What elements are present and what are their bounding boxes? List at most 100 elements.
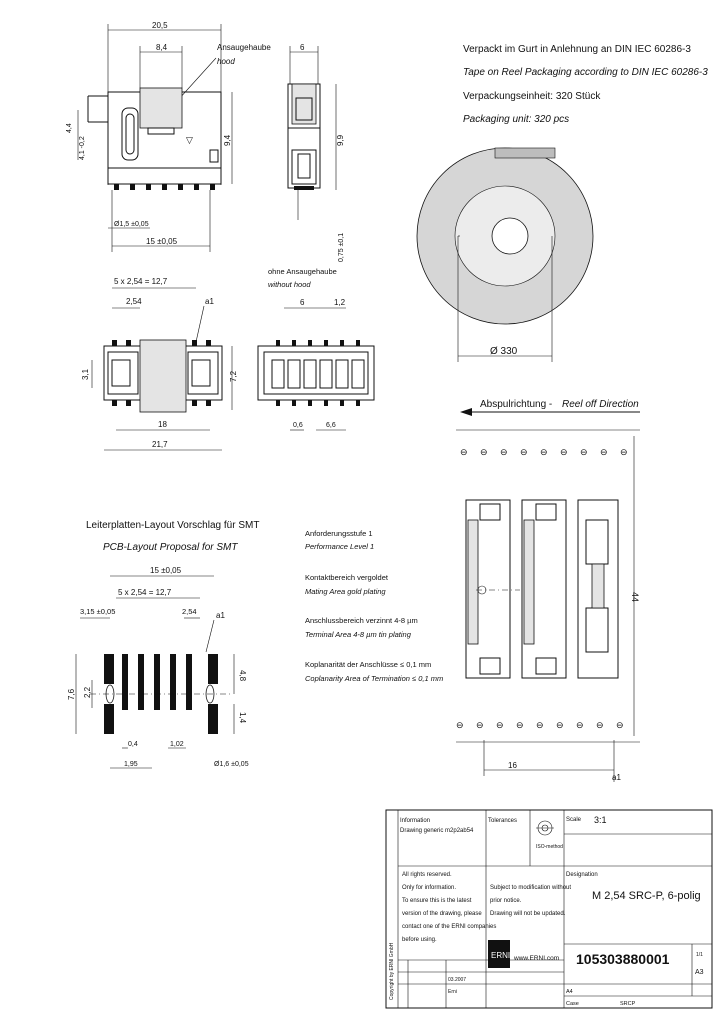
dim-pcb-w195: 1,95 — [124, 761, 138, 768]
packaging-line-3: Verpackungseinheit: 320 Stück — [463, 91, 601, 102]
carrier-tape: ⊖ ⊖ ⊖ ⊖ ⊖ ⊖ ⊖ ⊖ ⊖ ⊖ ⊖ ⊖ ⊖ ⊖ ⊖ ⊖ ⊖ ⊖ 44 — [456, 429, 640, 782]
dim-pcb-w15: 15 ±0,05 — [150, 566, 182, 575]
tb-format: A3 — [695, 969, 704, 976]
svg-text:⊖: ⊖ — [520, 447, 528, 457]
dim-nohood-w06: 0,6 — [293, 422, 303, 429]
svg-text:⊖: ⊖ — [596, 720, 604, 730]
front-a1-label: a1 — [205, 297, 214, 306]
dim-front-p254: 2,54 — [126, 297, 142, 306]
dim-side-d075: 0,75 ±0,1 — [338, 233, 345, 262]
hood-label-en: hood — [217, 57, 235, 66]
tb-case-value: SRCP — [620, 1001, 636, 1007]
note-2-de: Kontaktbereich vergoldet — [305, 573, 389, 582]
dim-pcb-pitch: 5 x 2,54 = 12,7 — [118, 588, 172, 597]
tb-scale-label: Scale — [566, 817, 582, 823]
dim-pcb-diameter: Ø1,6 ±0,05 — [214, 761, 249, 768]
tb-sheet: 1/1 — [696, 952, 703, 958]
tb-rights-2: Only for information. — [402, 885, 456, 891]
dim-pcb-w254: 2,54 — [182, 607, 197, 616]
title-block: Copyright by ERNI GmbH Information Drawi… — [385, 809, 713, 1009]
dim-hood-width: 8,4 — [156, 43, 168, 52]
svg-text:⊖: ⊖ — [540, 447, 548, 457]
note-4-en: Coplanarity Area of Termination ≤ 0,1 mm — [305, 674, 443, 683]
dim-front-h72: 7,2 — [229, 370, 238, 382]
tb-info-label: Information — [400, 818, 430, 824]
dim-pcb-h48: 4,8 — [238, 670, 247, 682]
reel-direction-en: Reel off Direction — [562, 399, 639, 410]
tape-a1-label: a1 — [612, 773, 621, 782]
dim-top-width: 20,5 — [152, 21, 168, 30]
pcb-title-en: PCB-Layout Proposal for SMT — [103, 542, 238, 553]
erni-logo: ERNI — [491, 951, 510, 960]
svg-text:⊖: ⊖ — [496, 720, 504, 730]
tb-scale-value: 3:1 — [594, 815, 607, 825]
tb-projection-method: ISO-method — [536, 844, 563, 850]
reel-direction-de: Abspulrichtung - — [480, 399, 552, 410]
sprocket-holes-bottom: ⊖⊖ ⊖⊖ ⊖⊖ ⊖⊖ ⊖ — [456, 720, 624, 730]
dim-tape-h44: 44 — [630, 592, 640, 602]
note-1-en: Performance Level 1 — [305, 542, 374, 551]
note-2-en: Mating Area gold plating — [305, 587, 386, 596]
tb-info-generic: Drawing generic m2p2ab54 — [400, 828, 474, 834]
packaging-line-4: Packaging unit: 320 pcs — [463, 114, 569, 125]
dim-pcb-h22: 2,2 — [83, 686, 92, 698]
tb-date: 03.2007 — [448, 977, 466, 983]
tb-tolerances-label: Tolerances — [488, 818, 517, 824]
tb-format-a4: A4 — [566, 989, 573, 995]
tb-rights-6: before using. — [402, 937, 437, 943]
connector-front-view: 5 x 2,54 = 12,7 2,54 a1 3,1 7,2 18 21,7 — [81, 277, 238, 451]
tb-designation: M 2,54 SRC-P, 6-polig — [592, 890, 701, 902]
pcb-layout: Leiterplatten-Layout Vorschlag für SMT P… — [67, 520, 259, 769]
dim-front-h31: 3,1 — [81, 368, 90, 380]
svg-text:⊖: ⊖ — [480, 447, 488, 457]
hood-label-de: Ansaugehaube — [217, 43, 271, 52]
tb-rights-4: version of the drawing, please — [402, 911, 482, 917]
svg-text:⊖: ⊖ — [456, 720, 464, 730]
pcb-a1-label: a1 — [216, 611, 225, 620]
svg-text:⊖: ⊖ — [600, 447, 608, 457]
dim-top-h44: 4,4 — [66, 123, 73, 133]
tb-subject-3: Drawing will not be updated. — [490, 911, 566, 917]
dim-pcb-w04: 0,4 — [128, 741, 138, 748]
tb-rights-5: contact one of the ERNI companies — [402, 924, 496, 930]
svg-text:⊖: ⊖ — [620, 447, 628, 457]
pcb-title-de: Leiterplatten-Layout Vorschlag für SMT — [86, 520, 259, 531]
tb-rights-1: All rights reserved. — [402, 872, 452, 878]
svg-text:⊖: ⊖ — [460, 447, 468, 457]
tb-part-number: 105303880001 — [576, 951, 670, 967]
dim-top-w15: 15 ±0,05 — [146, 237, 178, 246]
svg-text:⊖: ⊖ — [560, 447, 568, 457]
polarity-mark-icon: ▽ — [186, 135, 193, 145]
connector-side-view: 6 9,9 0,75 ±0,1 — [287, 43, 345, 262]
packaging-line-2: Tape on Reel Packaging according to DIN … — [463, 67, 708, 78]
dim-nohood-w6: 6 — [300, 298, 305, 307]
connector-nohood-view: ohne Ansaugehaube without hood 6 1,2 0,6… — [257, 267, 375, 431]
dim-pcb-w102: 1,02 — [170, 741, 184, 748]
copyright-vertical: Copyright by ERNI GmbH — [389, 942, 395, 1000]
reel-direction: Abspulrichtung - Reel off Direction — [460, 399, 640, 416]
tb-website: www.ERNI.com — [513, 955, 559, 962]
tb-subject-2: prior notice. — [490, 898, 522, 904]
svg-text:⊖: ⊖ — [476, 720, 484, 730]
reel-diameter: Ø 330 — [490, 346, 518, 357]
svg-text:⊖: ⊖ — [536, 720, 544, 730]
sprocket-holes-top: ⊖ ⊖ ⊖ ⊖ ⊖ ⊖ ⊖ ⊖ ⊖ — [460, 447, 628, 457]
dim-nohood-w66: 6,6 — [326, 422, 336, 429]
tb-designation-label: Designation — [566, 872, 598, 878]
dim-top-diameter: Ø1,5 ±0,05 — [114, 221, 149, 228]
tb-rights-3: To ensure this is the latest — [402, 898, 472, 904]
dim-side-w6: 6 — [300, 43, 305, 52]
svg-text:⊖: ⊖ — [616, 720, 624, 730]
svg-text:⊖: ⊖ — [556, 720, 564, 730]
svg-text:⊖: ⊖ — [580, 447, 588, 457]
tb-creator: Erni — [448, 989, 457, 995]
reel-drawing: Ø 330 — [416, 147, 594, 362]
dim-top-h41: 4,1 -0,2 — [79, 136, 86, 160]
dim-front-w217: 21,7 — [152, 440, 168, 449]
svg-text:⊖: ⊖ — [500, 447, 508, 457]
dim-pcb-h14: 1,4 — [238, 712, 247, 724]
packaging-line-1: Verpackt im Gurt in Anlehnung an DIN IEC… — [463, 44, 691, 55]
nohood-label-en: without hood — [268, 280, 311, 289]
connector-top-view: 20,5 8,4 Ansaugehaube hood ▽ 4,4 4,1 -0,… — [66, 21, 271, 252]
